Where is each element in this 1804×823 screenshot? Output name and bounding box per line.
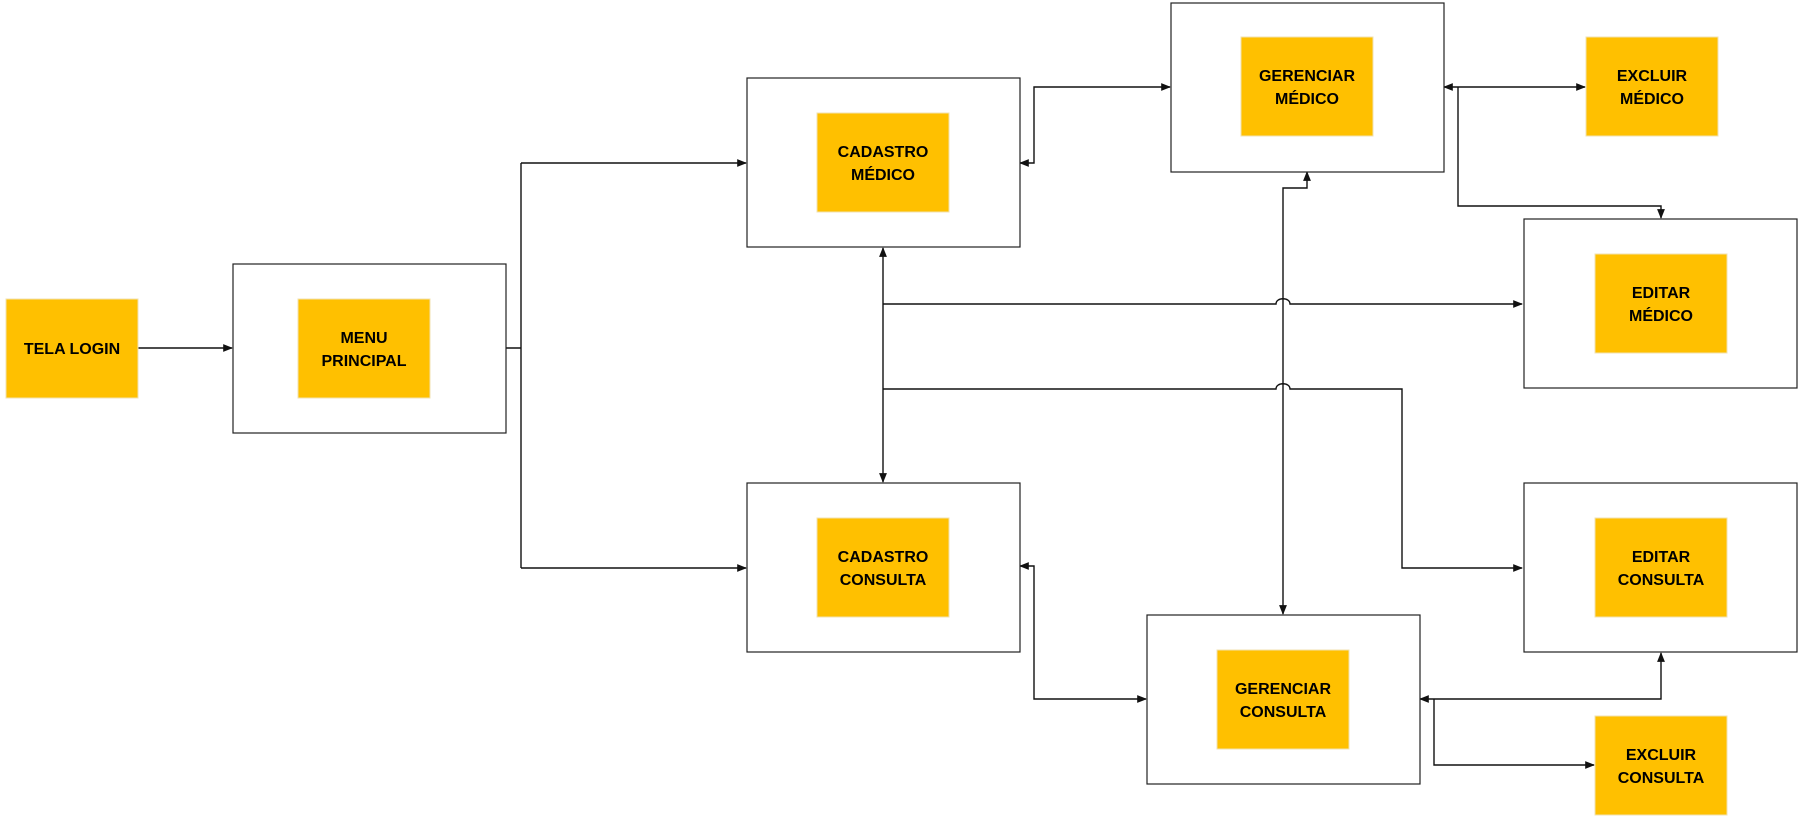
node-label-line: EDITAR (1632, 285, 1691, 302)
node-label-line: CADASTRO (838, 144, 929, 161)
node-menu-principal[interactable]: MENU PRINCIPAL (297, 298, 431, 399)
node-label-line: CONSULTA (840, 572, 927, 589)
node-cadastro-medico[interactable]: CADASTRO MÉDICO (816, 112, 950, 213)
node-label-line: EXCLUIR (1617, 68, 1688, 85)
connector-to-editar-medico (883, 298, 1523, 308)
node-excluir-medico[interactable]: EXCLUIR MÉDICO (1585, 36, 1719, 137)
connector-cadastro-medico-to-gerenciar-medico (1019, 83, 1171, 167)
node-tela-login[interactable]: TELA LOGIN (5, 298, 139, 399)
node-label-line: EXCLUIR (1626, 747, 1697, 764)
node-label-line: MÉDICO (1629, 306, 1693, 325)
node-label-line: GERENCIAR (1235, 681, 1331, 698)
node-gerenciar-consulta[interactable]: GERENCIAR CONSULTA (1216, 649, 1350, 750)
connector-cadastro-consulta-to-gerenciar-consulta (1019, 562, 1147, 703)
node-label-line: MÉDICO (1620, 89, 1684, 108)
node-label-line: PRINCIPAL (321, 353, 406, 370)
frames (232, 2, 1798, 785)
node-editar-consulta[interactable]: EDITAR CONSULTA (1594, 517, 1728, 618)
connectors (138, 83, 1665, 769)
connector-gerenciar-consulta-to-editar-consulta (1419, 652, 1665, 703)
node-gerenciar-medico[interactable]: GERENCIAR MÉDICO (1240, 36, 1374, 137)
node-editar-medico[interactable]: EDITAR MÉDICO (1594, 253, 1728, 354)
node-label-line: MÉDICO (1275, 89, 1339, 108)
connector-gerenciar-consulta-to-excluir-consulta (1433, 699, 1595, 769)
node-label-line: MENU (340, 330, 387, 347)
node-label-line: CONSULTA (1240, 704, 1327, 721)
node-label-line: MÉDICO (851, 165, 915, 184)
connector-menu-split (506, 163, 522, 568)
node-label-line: EDITAR (1632, 549, 1691, 566)
node-label-line: GERENCIAR (1259, 68, 1355, 85)
node-label-line: CONSULTA (1618, 770, 1705, 787)
connector-gerenciar-medico-to-editar-medico (1457, 87, 1665, 219)
node-excluir-consulta[interactable]: EXCLUIR CONSULTA (1594, 715, 1728, 816)
connector-gerenciar-medico-to-gerenciar-consulta (1279, 171, 1311, 615)
node-label-line: CONSULTA (1618, 572, 1705, 589)
node-cadastro-consulta[interactable]: CADASTRO CONSULTA (816, 517, 950, 618)
node-label-line: CADASTRO (838, 549, 929, 566)
node-label-line: TELA LOGIN (24, 341, 120, 358)
